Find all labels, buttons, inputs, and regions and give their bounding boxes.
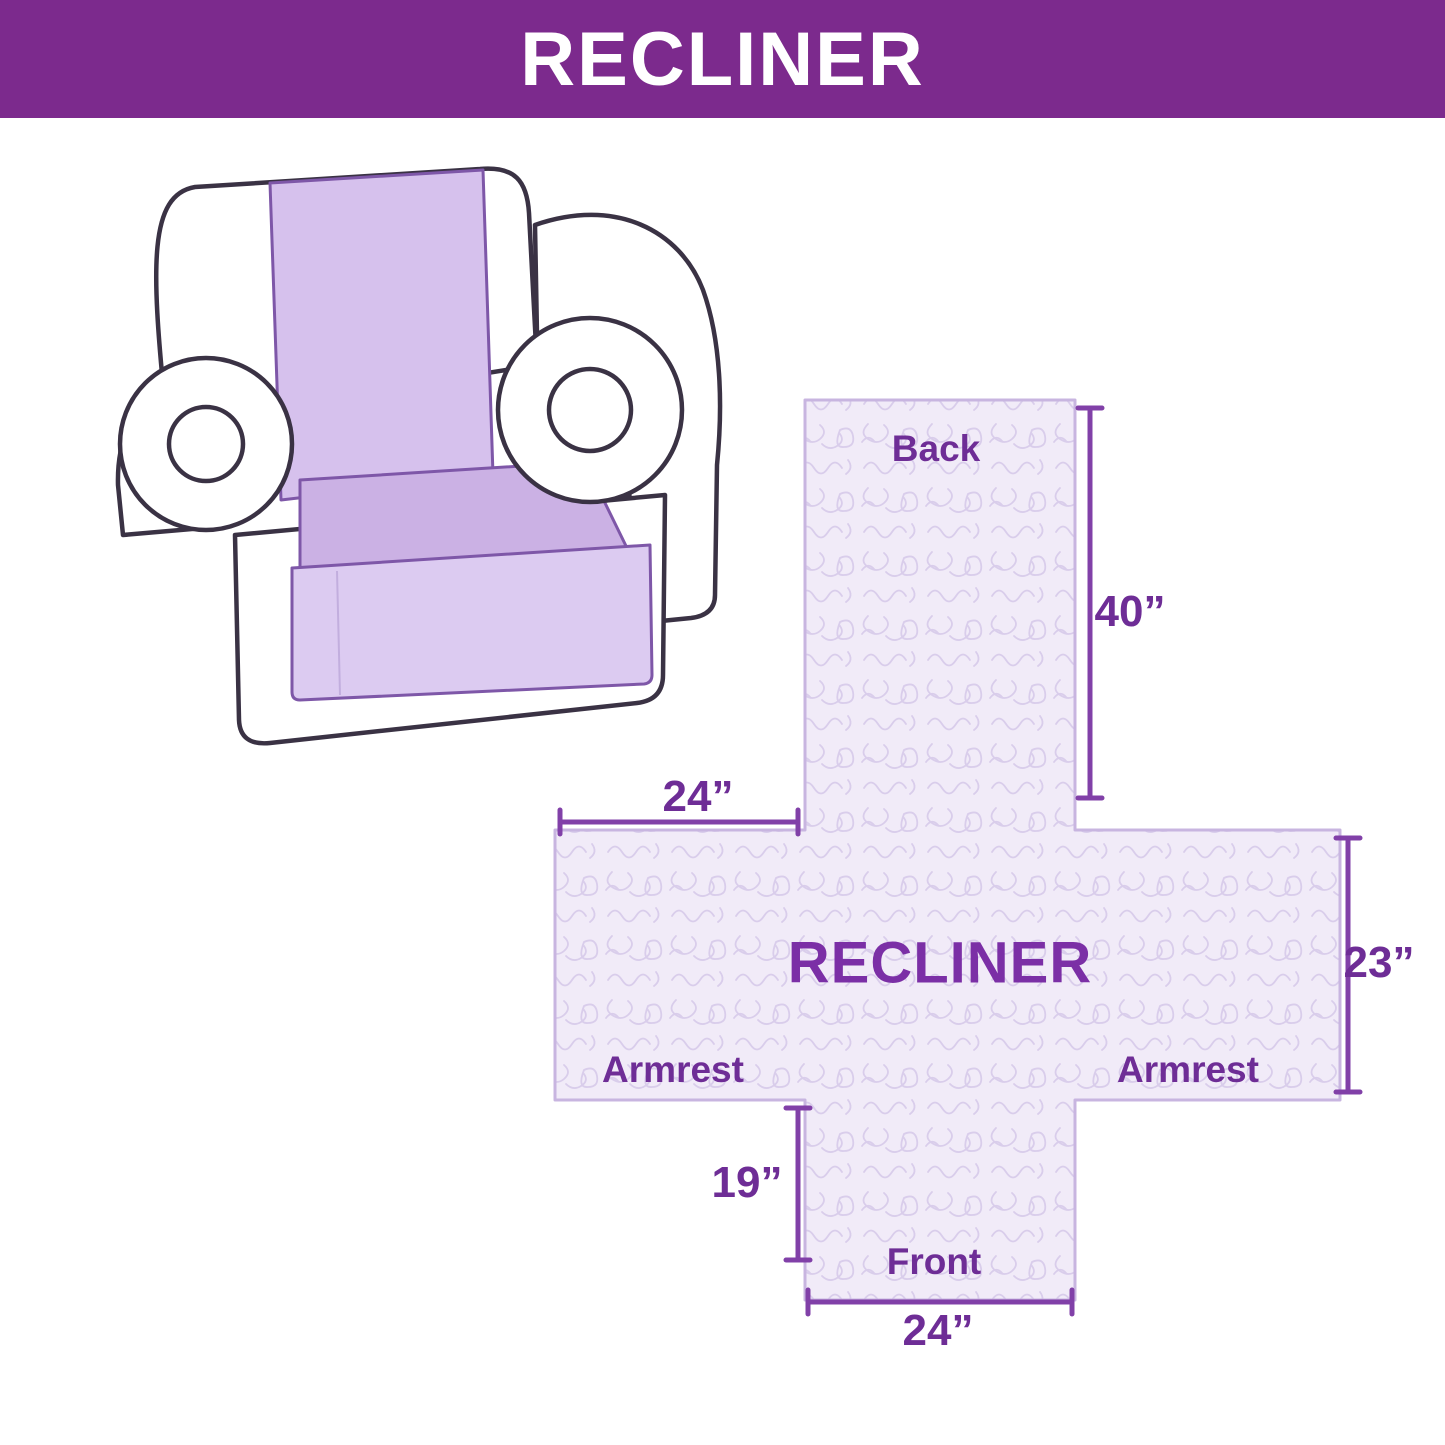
front-width-dimension: 24” — [902, 1306, 974, 1355]
chair-left-arm-roll-inner — [166, 404, 246, 484]
cover-back-panel — [268, 168, 495, 502]
dimension-line-armrest-24 — [557, 807, 801, 837]
cover-fold-line — [336, 570, 341, 696]
armrest-right-label: Armrest — [1117, 1049, 1259, 1090]
dimension-line-side-23 — [1333, 835, 1363, 1095]
back-length-dimension: 40” — [1094, 587, 1166, 636]
side-height-dimension: 23” — [1343, 938, 1415, 987]
dimension-line-front-19 — [783, 1105, 813, 1263]
cover-cross-shape — [553, 398, 1342, 1302]
header-banner: RECLINER — [0, 0, 1445, 118]
diagram-center-title: RECLINER — [787, 930, 1093, 996]
cover-front-drape — [290, 543, 654, 702]
front-drop-dimension: 19” — [711, 1158, 783, 1207]
front-section-label: Front — [886, 1241, 982, 1282]
recliner-chair-illustration — [115, 166, 723, 746]
armrest-width-dimension: 24” — [662, 772, 734, 821]
chair-right-arm-roll-inner — [546, 366, 634, 454]
dimension-line-back-40 — [1075, 405, 1105, 801]
dimension-line-front-24 — [805, 1287, 1075, 1317]
cover-layout-diagram — [553, 398, 1363, 1317]
page-title: RECLINER — [520, 16, 925, 102]
armrest-left-label: Armrest — [602, 1049, 744, 1090]
back-section-label: Back — [891, 428, 981, 469]
